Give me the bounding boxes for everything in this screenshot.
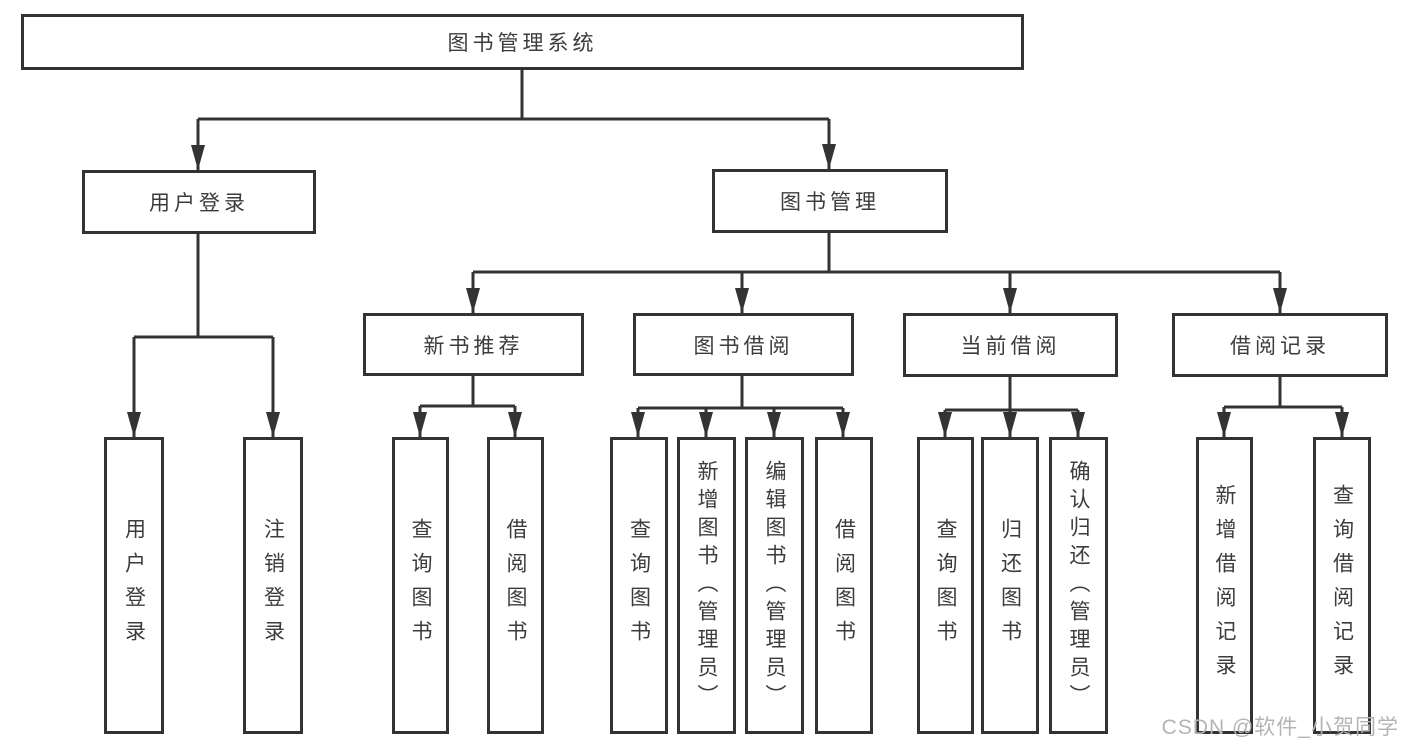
leaf-query-book-2: 查询图书 [610,437,668,734]
node-book-management: 图书管理 [712,169,948,233]
leaf-query-book-3: 查询图书 [917,437,974,734]
leaf-query-book-3-label: 查询图书 [934,517,957,654]
leaf-query-borrow-record: 查询借阅记录 [1313,437,1371,734]
leaf-user-login-label: 用户登录 [122,517,146,654]
node-user-login: 用户登录 [82,170,316,234]
leaf-add-borrow-record: 新增借阅记录 [1196,437,1253,734]
leaf-confirm-return-admin: 确认归还（管理员） [1049,437,1108,734]
leaf-query-borrow-record-label: 查询借阅记录 [1330,483,1354,688]
leaf-query-book-2-label: 查询图书 [627,517,651,654]
leaf-logout-label: 注销登录 [261,517,285,654]
connector-group [127,69,1349,437]
leaf-borrow-book-2: 借阅图书 [815,437,873,734]
leaf-edit-book-admin-label: 编辑图书（管理员） [763,459,786,712]
leaf-return-book: 归还图书 [981,437,1039,734]
leaf-query-book-1-label: 查询图书 [409,517,432,654]
leaf-user-login: 用户登录 [104,437,164,734]
leaf-borrow-book-1: 借阅图书 [487,437,544,734]
leaf-return-book-label: 归还图书 [998,517,1022,654]
node-book-borrow: 图书借阅 [633,313,854,376]
leaf-add-book-admin-label: 新增图书（管理员） [695,459,718,712]
node-root: 图书管理系统 [21,14,1024,70]
leaf-edit-book-admin: 编辑图书（管理员） [745,437,804,734]
node-current-borrow: 当前借阅 [903,313,1118,377]
node-new-book-recommend: 新书推荐 [363,313,584,376]
node-borrow-records: 借阅记录 [1172,313,1388,377]
leaf-logout: 注销登录 [243,437,303,734]
leaf-add-borrow-record-label: 新增借阅记录 [1213,483,1236,688]
leaf-add-book-admin: 新增图书（管理员） [677,437,736,734]
leaf-query-book-1: 查询图书 [392,437,449,734]
leaf-confirm-return-admin-label: 确认归还（管理员） [1067,459,1090,712]
csdn-watermark: CSDN @软件_小贺同学 [1161,716,1399,739]
leaf-borrow-book-2-label: 借阅图书 [832,517,856,654]
leaf-borrow-book-1-label: 借阅图书 [504,517,527,654]
